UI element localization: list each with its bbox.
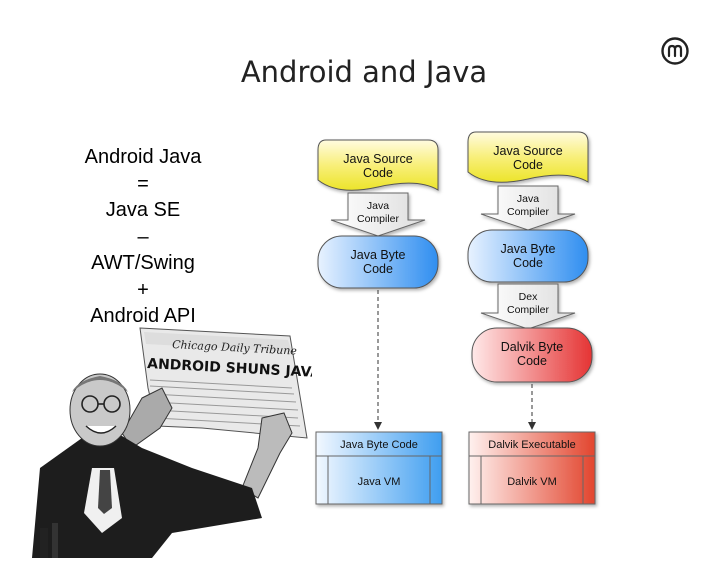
right-bytecode-label-1: Java Byte <box>501 242 556 256</box>
equation-line: Java SE <box>105 199 181 221</box>
equation-line: Android API <box>90 305 196 327</box>
left-bytecode-label-1: Java Byte <box>351 248 406 262</box>
right-source-label-2: Code <box>513 158 543 172</box>
newspaper-photo-illustration: Chicago Daily Tribune ANDROID SHUNS JAVA <box>32 327 312 558</box>
right-runtime-body: Dalvik VM <box>507 476 557 488</box>
right-bytecode-label-2: Code <box>513 256 543 270</box>
left-compiler-label-2: Compiler <box>357 213 400 225</box>
equation-text-block: Android Java = Java SE – AWT/Swing + And… <box>68 144 218 330</box>
left-compiler-arrow <box>330 192 426 237</box>
brand-logo-icon <box>661 37 689 65</box>
right-dex-label-2: Compiler <box>507 304 550 316</box>
equation-line: Android Java <box>84 146 202 168</box>
right-dalvik-bytecode-node <box>471 327 593 383</box>
right-dalvik-label-1: Dalvik Byte <box>501 340 564 354</box>
right-source-node <box>467 131 589 183</box>
right-compiler-label-1: Java <box>517 193 539 205</box>
left-compiler-label-1: Java <box>367 200 389 212</box>
left-runtime-block <box>315 431 443 505</box>
right-dalvik-label-2: Code <box>517 354 547 368</box>
right-pipeline: Java Source Code Java Compiler Java Byte… <box>467 131 596 505</box>
left-runtime-header: Java Byte Code <box>340 439 418 451</box>
right-bytecode-node <box>467 229 589 283</box>
right-compiler-label-2: Compiler <box>507 206 550 218</box>
left-source-node <box>317 139 439 191</box>
right-source-label-1: Java Source <box>493 144 563 158</box>
left-source-label-2: Code <box>363 166 393 180</box>
equation-line: AWT/Swing <box>91 252 195 274</box>
left-source-label-1: Java Source <box>343 152 413 166</box>
right-dex-label-1: Dex <box>519 291 538 303</box>
right-runtime-block <box>468 431 596 505</box>
right-dex-compiler-arrow <box>480 283 576 330</box>
left-bytecode-node <box>317 235 439 289</box>
equation-line: = <box>137 172 149 195</box>
left-pipeline: Java Source Code Java Compiler Java Byte… <box>315 139 443 505</box>
right-runtime-header: Dalvik Executable <box>488 439 575 451</box>
left-runtime-body: Java VM <box>358 476 401 488</box>
slide-title: Android and Java <box>240 55 488 89</box>
equation-line: + <box>137 278 149 301</box>
right-compiler-arrow <box>480 185 576 231</box>
equation-line: – <box>137 225 149 248</box>
left-bytecode-label-2: Code <box>363 262 393 276</box>
